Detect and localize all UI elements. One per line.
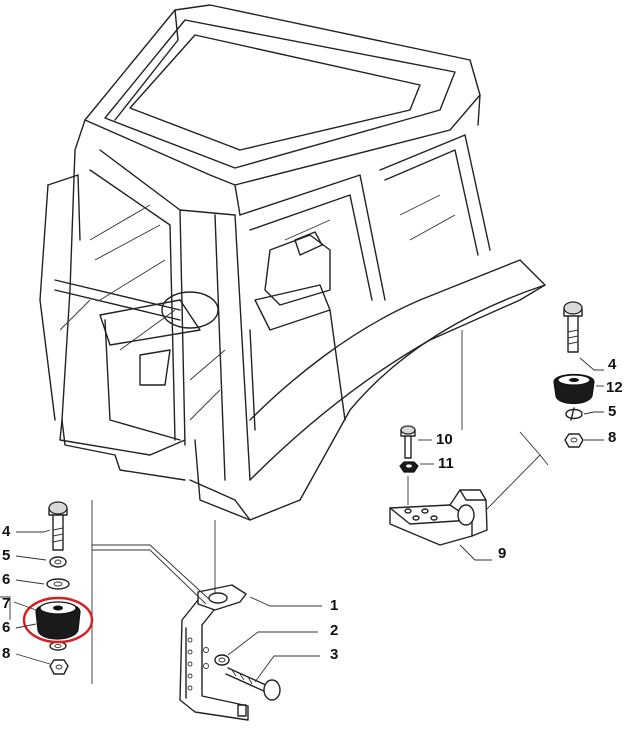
left-mount-stack — [35, 501, 81, 675]
callout-6-left-top: 6 — [2, 571, 11, 588]
callout-10: 10 — [436, 431, 453, 448]
callout-8-left: 8 — [2, 645, 11, 662]
callout-12: 12 — [606, 379, 623, 396]
right-mount-stack — [553, 301, 595, 448]
callout-11: 11 — [438, 455, 454, 472]
callout-8-right: 8 — [608, 429, 617, 446]
callout-5-left: 5 — [2, 547, 11, 564]
callout-2: 2 — [330, 622, 339, 639]
callout-6-left-bottom: 6 — [2, 619, 11, 636]
callout-4-left: 4 — [2, 523, 11, 540]
callout-7: 7 — [2, 595, 11, 612]
front-mount-bracket — [179, 584, 249, 721]
washer-2 — [214, 654, 230, 666]
callout-9: 9 — [498, 545, 507, 562]
nut-11 — [399, 461, 419, 473]
highlight-circle — [22, 596, 94, 644]
tractor-cab — [39, 4, 546, 521]
callout-4-right: 4 — [608, 356, 617, 373]
callout-1: 1 — [330, 597, 339, 614]
bolt-10 — [400, 425, 416, 459]
bolt-3 — [225, 667, 281, 701]
callout-5-right: 5 — [608, 403, 617, 420]
callout-3: 3 — [330, 646, 339, 663]
rear-mount-bracket — [389, 489, 488, 546]
